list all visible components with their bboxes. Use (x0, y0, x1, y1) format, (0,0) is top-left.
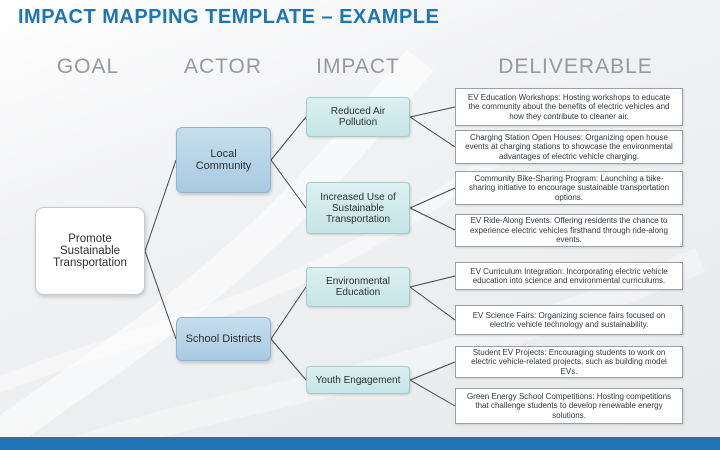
column-header-actor: ACTOR (183, 55, 263, 78)
impact-label: Reduced Air Pollution (330, 106, 386, 128)
deliverable-box-ev-education-workshops: EV Education Workshops: Hosting workshop… (455, 88, 683, 126)
goal-label: Promote Sustainable Transportation (53, 233, 127, 269)
actor-box-local-community: Local Community (176, 127, 271, 193)
deliverable-box-ev-science-fairs: EV Science Fairs: Organizing science fai… (455, 305, 683, 335)
deliverable-text: EV Curriculum Integration: Incorporating… (470, 266, 668, 285)
actor-label: School Districts (185, 333, 262, 345)
deliverable-box-community-bike-sharing-program: Community Bike-Sharing Program: Launchin… (455, 171, 683, 205)
actor-box-school-districts: School Districts (176, 317, 271, 361)
deliverable-box-ev-curriculum-integration: EV Curriculum Integration: Incorporating… (455, 262, 683, 290)
goal-box: Promote Sustainable Transportation (35, 207, 145, 295)
deliverable-box-charging-station-open-houses: Charging Station Open Houses: Organizing… (455, 130, 683, 164)
deliverable-text: Community Bike-Sharing Program: Launchin… (468, 173, 670, 202)
deliverable-text: EV Ride-Along Events: Offering residents… (470, 216, 668, 245)
deliverable-box-green-energy-school-competitions: Green Energy School Competitions: Hostin… (455, 388, 683, 424)
bottom-accent-bar (0, 437, 720, 450)
deliverable-text: Green Energy School Competitions: Hostin… (466, 391, 672, 420)
deliverable-text: Charging Station Open Houses: Organizing… (465, 132, 673, 161)
column-header-deliverable: DELIVERABLE (498, 55, 653, 78)
column-header-impact: IMPACT (316, 55, 400, 78)
deliverable-box-ev-ride-along-events: EV Ride-Along Events: Offering residents… (455, 214, 683, 247)
impact-label: Increased Use of Sustainable Transportat… (320, 191, 396, 225)
impact-label: Environmental Education (326, 276, 390, 298)
impact-box-increased-sustainable-transportation: Increased Use of Sustainable Transportat… (306, 182, 410, 234)
impact-label: Youth Engagement (315, 374, 401, 386)
deliverable-box-student-ev-projects: Student EV Projects: Encouraging student… (455, 346, 683, 378)
deliverable-text: Student EV Projects: Encouraging student… (471, 347, 667, 376)
impact-box-environmental-education: Environmental Education (306, 267, 410, 307)
impact-box-youth-engagement: Youth Engagement (306, 366, 410, 394)
deliverable-text: EV Education Workshops: Hosting workshop… (467, 92, 671, 121)
impact-box-reduced-air-pollution: Reduced Air Pollution (306, 97, 410, 137)
actor-label: Local Community (195, 148, 252, 172)
deliverable-text: EV Science Fairs: Organizing science fai… (472, 310, 666, 329)
column-header-goal: GOAL (56, 55, 120, 78)
page-title: IMPACT MAPPING TEMPLATE – EXAMPLE (18, 6, 440, 28)
